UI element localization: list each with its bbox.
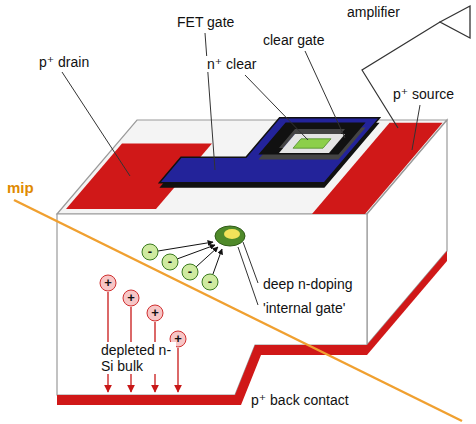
part-label: FET gate <box>176 14 235 30</box>
part-label: deep n-doping <box>262 276 354 292</box>
clear-gate <box>258 123 365 155</box>
amplifier-wire <box>362 22 440 128</box>
electron-drift-arrow <box>158 242 213 251</box>
leader-line <box>205 33 215 170</box>
part-label: clear gate <box>262 32 325 48</box>
electron-drift-arrow <box>177 245 215 259</box>
leader-line <box>245 75 308 140</box>
back-contact-side <box>367 251 447 355</box>
particle-track <box>14 200 462 421</box>
clear-implant <box>293 139 331 148</box>
collected-electrons <box>224 229 240 239</box>
region-label: depleted n-Si bulk <box>100 342 176 374</box>
electron <box>142 244 158 260</box>
electron <box>182 264 198 280</box>
track-label: mip <box>6 180 35 196</box>
part-label: p⁺ source <box>392 86 455 102</box>
charge-sign: + <box>123 290 139 306</box>
electron-drift-arrow <box>213 249 222 274</box>
leader-line <box>238 247 258 305</box>
charge-sign: + <box>147 305 163 321</box>
front-face <box>57 214 367 395</box>
hole <box>123 290 139 306</box>
charge-sign: + <box>100 275 116 291</box>
electron <box>162 254 178 270</box>
hole-drift-arrow <box>177 348 178 392</box>
electron <box>202 274 218 290</box>
charge-sign: - <box>142 244 158 260</box>
part-label: p⁺ back contact <box>250 392 350 408</box>
leader-line <box>305 51 345 138</box>
part-label: p⁺ drain <box>38 54 90 70</box>
leader-line <box>62 72 130 176</box>
amplifier-symbol <box>440 6 470 38</box>
charge-sign: - <box>182 264 198 280</box>
part-label: 'internal gate' <box>262 300 346 316</box>
hole <box>147 305 163 321</box>
electron-drift-arrow <box>196 247 218 267</box>
internal-gate <box>215 226 245 246</box>
fet-gate <box>159 118 379 183</box>
leader-line <box>243 242 258 283</box>
leader-line <box>412 105 420 150</box>
clear-window <box>279 134 345 153</box>
part-label: amplifier <box>346 4 401 20</box>
part-label: n⁺ clear <box>206 56 257 72</box>
charge-sign: - <box>202 274 218 290</box>
hole <box>100 275 116 291</box>
charge-sign: - <box>162 254 178 270</box>
